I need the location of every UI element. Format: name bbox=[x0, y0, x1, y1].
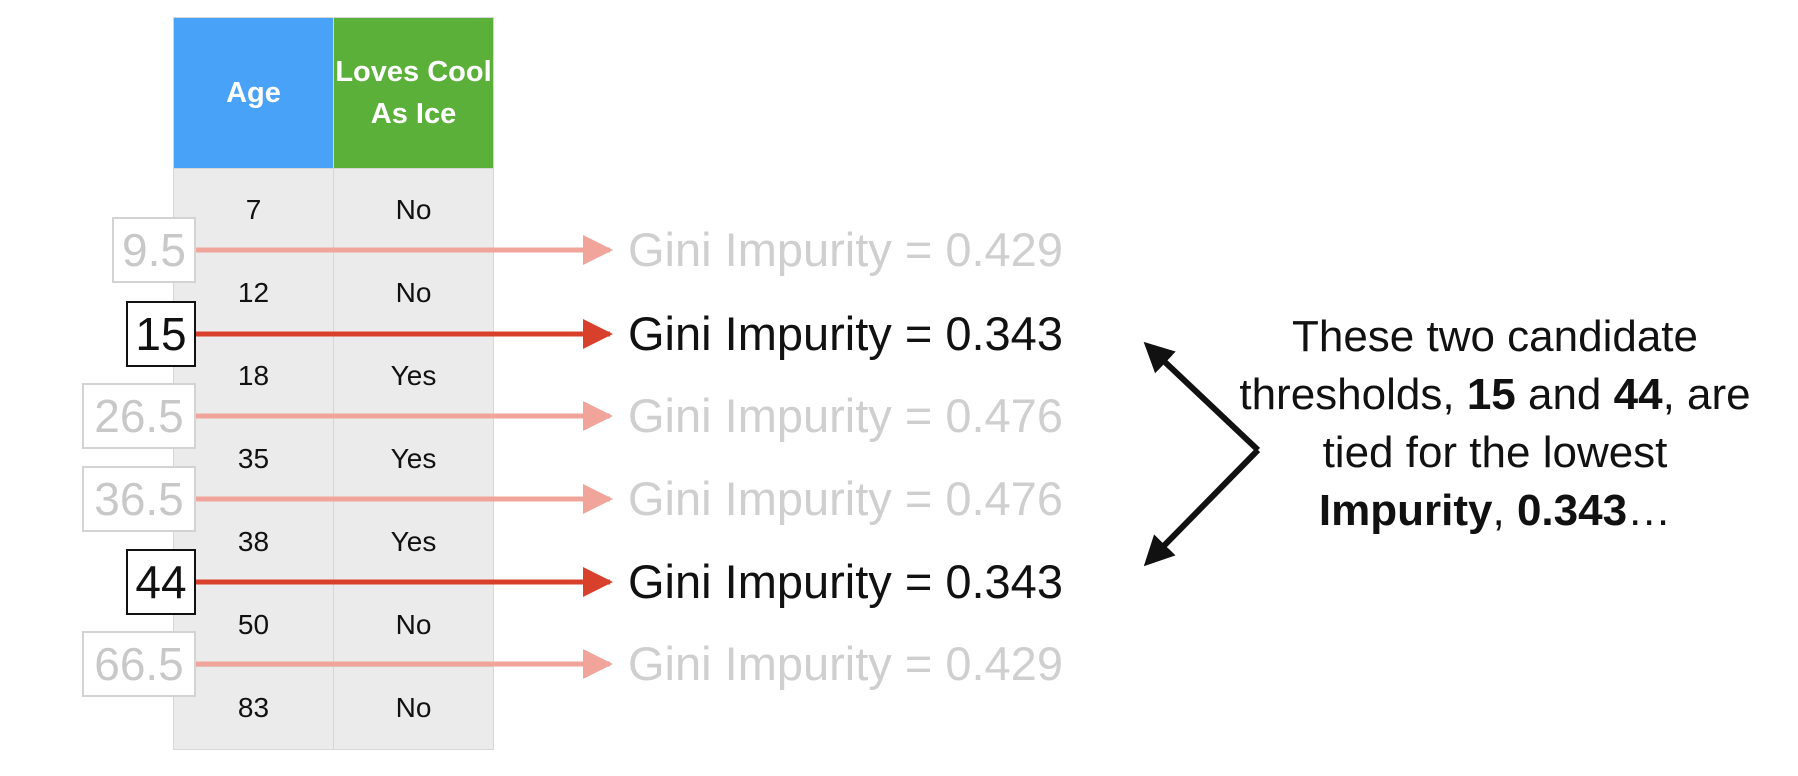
table-row: 83 No bbox=[173, 666, 494, 750]
gini-impurity-label: Gini Impurity = 0.476 bbox=[628, 472, 1063, 525]
loves-cell: Yes bbox=[333, 334, 494, 418]
threshold-box: 9.5 bbox=[112, 217, 196, 283]
age-cell: 50 bbox=[173, 583, 334, 667]
gini-impurity-label: Gini Impurity = 0.343 bbox=[628, 307, 1063, 360]
threshold-box: 66.5 bbox=[82, 631, 196, 697]
loves-cell: No bbox=[333, 583, 494, 667]
note-text: These two candidate thresholds, bbox=[1239, 312, 1699, 419]
note-text: , are tied for the lowest bbox=[1322, 370, 1751, 477]
table-row: 7 No bbox=[173, 168, 494, 252]
gini-impurity-label: Gini Impurity = 0.429 bbox=[628, 223, 1063, 276]
table-row: 12 No bbox=[173, 251, 494, 335]
note-text: , bbox=[1492, 486, 1517, 535]
age-cell: 38 bbox=[173, 500, 334, 584]
age-cell: 18 bbox=[173, 334, 334, 418]
loves-cell: No bbox=[333, 666, 494, 750]
data-table: Age Loves Cool As Ice 7 No 12 No 18 Yes … bbox=[173, 17, 494, 750]
pointer-arrow-upper bbox=[1143, 341, 1261, 453]
table-row: 35 Yes bbox=[173, 417, 494, 501]
table-row: 18 Yes bbox=[173, 334, 494, 418]
gini-impurity-label: Gini Impurity = 0.476 bbox=[628, 389, 1063, 442]
loves-cell: No bbox=[333, 251, 494, 335]
note-bold: Impurity bbox=[1318, 486, 1493, 535]
note-bold: 15 bbox=[1466, 370, 1516, 419]
loves-cell: Yes bbox=[333, 417, 494, 501]
age-cell: 7 bbox=[173, 168, 334, 252]
threshold-box: 26.5 bbox=[82, 383, 196, 449]
note-bold: 44 bbox=[1613, 370, 1663, 419]
loves-cool-as-ice-header: Loves Cool As Ice bbox=[333, 17, 494, 169]
pointer-arrow-lower bbox=[1143, 447, 1261, 567]
tie-explanation: These two candidate thresholds, 15 and 4… bbox=[1230, 308, 1760, 540]
gini-impurity-label: Gini Impurity = 0.429 bbox=[628, 637, 1063, 690]
threshold-box: 36.5 bbox=[82, 466, 196, 532]
loves-cell: No bbox=[333, 168, 494, 252]
note-text: and bbox=[1515, 370, 1614, 419]
threshold-box: 15 bbox=[126, 301, 196, 367]
age-cell: 83 bbox=[173, 666, 334, 750]
note-text: … bbox=[1627, 486, 1672, 535]
gini-impurity-label: Gini Impurity = 0.343 bbox=[628, 555, 1063, 608]
threshold-box: 44 bbox=[126, 549, 196, 615]
note-bold: 0.343 bbox=[1516, 486, 1628, 535]
table-row: 50 No bbox=[173, 583, 494, 667]
age-header: Age bbox=[173, 17, 334, 169]
